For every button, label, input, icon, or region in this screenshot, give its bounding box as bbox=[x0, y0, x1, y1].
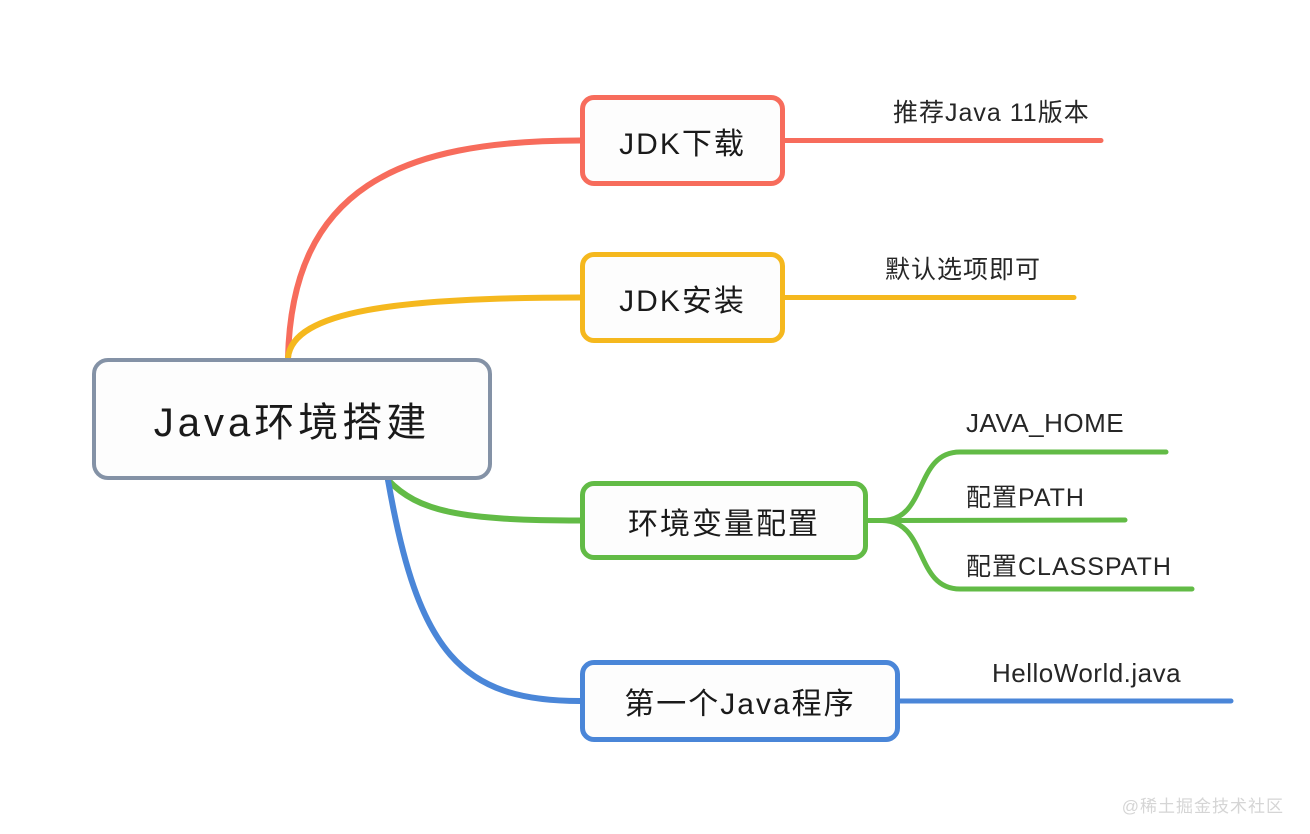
branch-node-env-var-config[interactable]: 环境变量配置 bbox=[580, 481, 868, 560]
watermark: @稀土掘金技术社区 bbox=[1121, 797, 1284, 816]
leaf-label-java-home[interactable]: JAVA_HOME bbox=[966, 408, 1125, 438]
branch-node-label: JDK安装 bbox=[619, 284, 746, 318]
leaf-label-default-options[interactable]: 默认选项即可 bbox=[885, 256, 1042, 284]
leaf-label-config-path[interactable]: 配置PATH bbox=[966, 484, 1085, 512]
leaf-label-helloworld-java[interactable]: HelloWorld.java bbox=[992, 658, 1182, 688]
root-node-label: Java环境搭建 bbox=[153, 401, 431, 445]
branch-node-first-java-program[interactable]: 第一个Java程序 bbox=[580, 660, 900, 742]
branch-node-label: 第一个Java程序 bbox=[624, 688, 856, 721]
leaf-label-config-classpath[interactable]: 配置CLASSPATH bbox=[966, 553, 1172, 581]
branch-node-label: 环境变量配置 bbox=[628, 507, 820, 541]
branch-node-jdk-download[interactable]: JDK下载 bbox=[580, 95, 785, 186]
branch-node-label: JDK下载 bbox=[619, 127, 746, 161]
leaf-label-recommend-java-11[interactable]: 推荐Java 11版本 bbox=[893, 99, 1090, 127]
root-node-java-environment-setup[interactable]: Java环境搭建 bbox=[92, 358, 492, 480]
branch-node-jdk-install[interactable]: JDK安装 bbox=[580, 252, 785, 343]
